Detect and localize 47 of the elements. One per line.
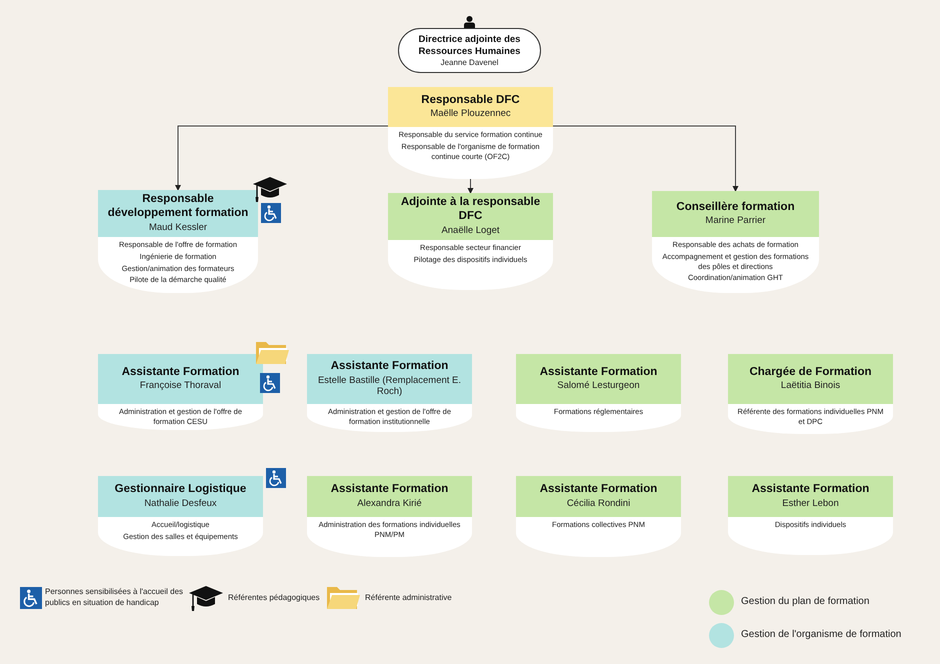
connector-arrow bbox=[468, 178, 474, 194]
role-title: Directrice adjointe des Ressources Humaines bbox=[418, 34, 522, 58]
person-name: Nathalie Desfeux bbox=[144, 498, 217, 510]
role-card bbox=[98, 354, 263, 430]
person-name: Maud Kessler bbox=[148, 222, 208, 234]
role-title: Assistante Formation bbox=[752, 483, 870, 497]
person-name: Jeanne Davenel bbox=[440, 58, 498, 68]
connector-arrow bbox=[552, 126, 738, 192]
role-title: Assistante Formation bbox=[122, 366, 240, 380]
person-name: Estelle Bastille (Remplacement E. Roch) bbox=[316, 374, 462, 398]
person-name: Maëlle Plouzennec bbox=[430, 108, 511, 120]
role-title: Assistante Formation bbox=[540, 483, 658, 497]
role-card bbox=[728, 354, 893, 434]
role-title: Assistante Formation bbox=[330, 360, 448, 374]
legend-text: Gestion du plan de formation bbox=[741, 595, 870, 608]
person-name: Alexandra Kirié bbox=[357, 498, 422, 510]
role-card bbox=[516, 354, 681, 432]
legend-text: Personnes sensibilisées à l'accueil des publics en situation de handicap bbox=[45, 587, 184, 609]
legend-text: Référente administrative bbox=[365, 593, 453, 604]
connector-arrow bbox=[175, 126, 388, 191]
role-card bbox=[307, 476, 472, 557]
person-name: Cécilia Rondini bbox=[566, 498, 630, 510]
role-title: Chargée de Formation bbox=[749, 366, 872, 380]
role-card bbox=[307, 354, 472, 432]
person-name: Françoise Thoraval bbox=[140, 380, 222, 392]
role-title: Assistante Formation bbox=[330, 483, 448, 497]
role-card bbox=[98, 190, 258, 293]
person-name: Salomé Lesturgeon bbox=[557, 380, 640, 392]
role-title: Responsable développement formation bbox=[106, 193, 250, 221]
director-pill bbox=[398, 28, 541, 73]
person-name: Anaëlle Loget bbox=[441, 224, 500, 237]
legend-text: Gestion de l'organisme de formation bbox=[741, 628, 902, 642]
role-card bbox=[98, 476, 263, 556]
person-name: Marine Parrier bbox=[705, 215, 766, 228]
role-title: Gestionnaire Logistique bbox=[114, 483, 246, 497]
role-title: Adjointe à la responsable DFC bbox=[400, 196, 542, 224]
role-title: Responsable DFC bbox=[421, 94, 520, 108]
person-name: Laëtitia Binois bbox=[780, 380, 840, 392]
role-card bbox=[728, 476, 893, 555]
role-title: Assistante Formation bbox=[540, 366, 658, 380]
person-name: Esther Lebon bbox=[782, 498, 839, 510]
role-card bbox=[652, 191, 819, 293]
role-card bbox=[388, 87, 553, 179]
role-title: Conseillère formation bbox=[676, 200, 795, 214]
legend-text: Référentes pédagogiques bbox=[228, 593, 321, 604]
role-card bbox=[388, 193, 553, 290]
role-card bbox=[516, 476, 681, 557]
